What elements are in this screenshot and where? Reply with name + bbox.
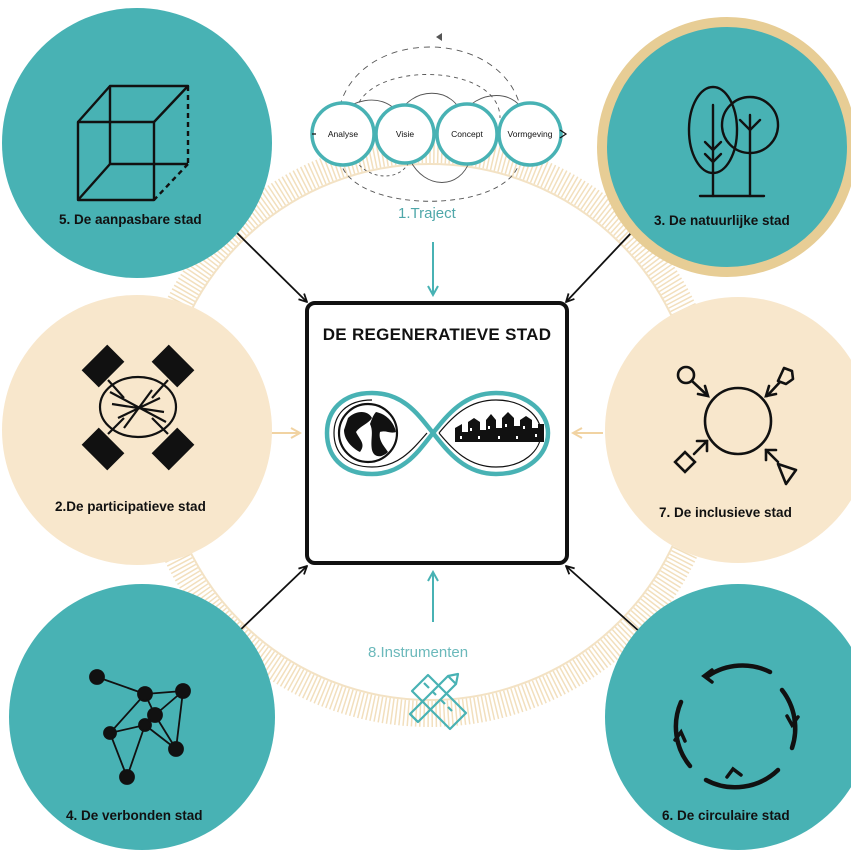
node-label-inclusieve: 7. De inclusieve stad [659,505,792,520]
cycle-arrows-icon [673,663,800,790]
center-box [305,301,569,565]
trees-icon [687,85,780,198]
process-steps [310,101,563,167]
node-circle-inclusieve [605,297,851,563]
node-circle-natuurlijke [597,17,851,277]
connector-arrows [235,231,641,635]
network-icon [89,669,191,785]
node-label-verbonden: 4. De verbonden stad [66,808,203,823]
joined-hands-icon [81,344,195,471]
instrumenten-label: 8.Instrumenten [368,644,469,661]
process-step-label-concept: Concept [451,129,483,139]
node-circle-verbonden [9,584,275,850]
node-label-natuurlijke: 3. De natuurlijke stad [654,213,790,228]
process-step-label-analyse: Analyse [327,129,359,139]
process-step-vormgeving [497,101,563,167]
process-step-visie [374,103,436,165]
center-title: DE REGENERATIEVE STAD [322,325,552,344]
process-step-label-vormgeving: Vormgeving [507,129,553,139]
process-step-label-visie: Visie [395,129,415,139]
inclusion-icon [673,365,798,486]
city-windows [460,424,537,439]
node-circle-circulaire [605,584,851,850]
traject-label: 1.Traject [398,205,456,222]
globe-icon [337,402,399,464]
process-step-concept [435,102,499,166]
node-label-circulaire: 6. De circulaire stad [662,808,790,823]
node-label-participatieve: 2.De participatieve stad [55,499,206,514]
node-label-aanpasbare: 5. De aanpasbare stad [59,212,202,227]
ruler-pencil-icon [408,672,468,731]
cube-icon [76,84,190,202]
node-circle-aanpasbare [2,8,272,278]
process-line-arrow [312,129,568,139]
city-skyline-icon [455,412,544,442]
